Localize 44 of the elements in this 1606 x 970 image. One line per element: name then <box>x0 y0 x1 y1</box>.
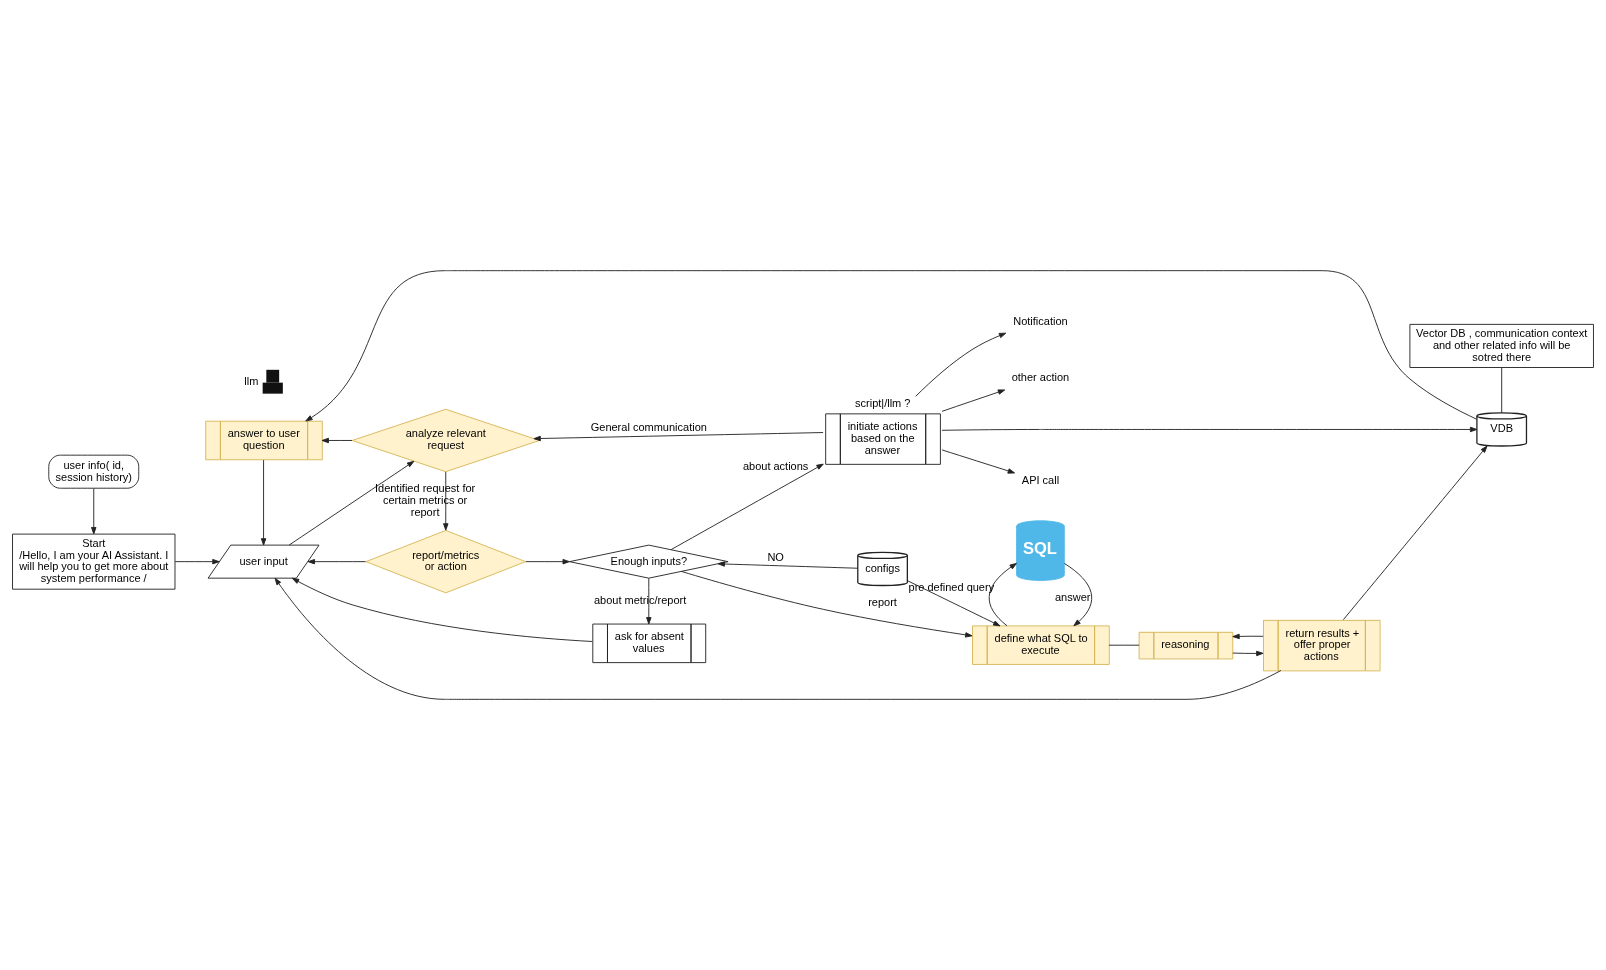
arrow <box>988 562 1017 627</box>
edge-label: about metric/report <box>593 593 687 606</box>
edge-label: report <box>868 596 897 609</box>
arrow <box>305 270 1478 422</box>
node-text: Notification <box>1013 314 1068 327</box>
edge-label: answer <box>1054 591 1091 604</box>
arrow <box>681 571 973 638</box>
arrow <box>717 561 859 569</box>
node-text: API call <box>1021 473 1060 486</box>
node-label: llm <box>244 374 259 387</box>
arrow <box>941 426 1478 433</box>
arrow <box>907 580 1001 627</box>
arrow <box>533 432 824 442</box>
arrow <box>1342 445 1488 621</box>
arrow <box>1232 633 1264 640</box>
node-label: script|/llm ? <box>855 397 911 410</box>
connector <box>1501 367 1503 414</box>
node-box: user info( id, session history) <box>48 454 140 489</box>
edge-label: about actions <box>742 459 809 472</box>
arrow <box>525 558 570 565</box>
connector <box>1108 644 1140 646</box>
arrow <box>1232 650 1264 657</box>
node-diamond: Enough inputs? <box>569 544 729 579</box>
arrow <box>941 389 1006 412</box>
arrow <box>288 460 415 546</box>
arrow <box>915 332 1007 397</box>
arrow <box>941 449 1016 474</box>
arrow <box>646 577 652 625</box>
arrow <box>91 488 97 535</box>
edge-label: NO <box>767 551 784 564</box>
arrow <box>321 437 353 444</box>
arrow <box>1063 562 1093 627</box>
node-box: Vector DB , communication context and other related info will be sotred there <box>1409 323 1594 368</box>
edge-label: pre defined query <box>908 581 995 594</box>
arrow <box>670 463 824 551</box>
arrow <box>174 558 220 565</box>
arrow <box>307 558 367 565</box>
node-box: Start /Hello, I am your AI Assistant. I will help you to get more about system performance / <box>12 533 176 590</box>
arrow <box>274 577 1282 700</box>
edge-label: General communication <box>590 420 707 433</box>
node-text: other action <box>1011 370 1070 383</box>
arrow <box>260 459 267 546</box>
node-diamond: report/metrics or action <box>365 530 527 594</box>
arrow <box>291 577 593 642</box>
